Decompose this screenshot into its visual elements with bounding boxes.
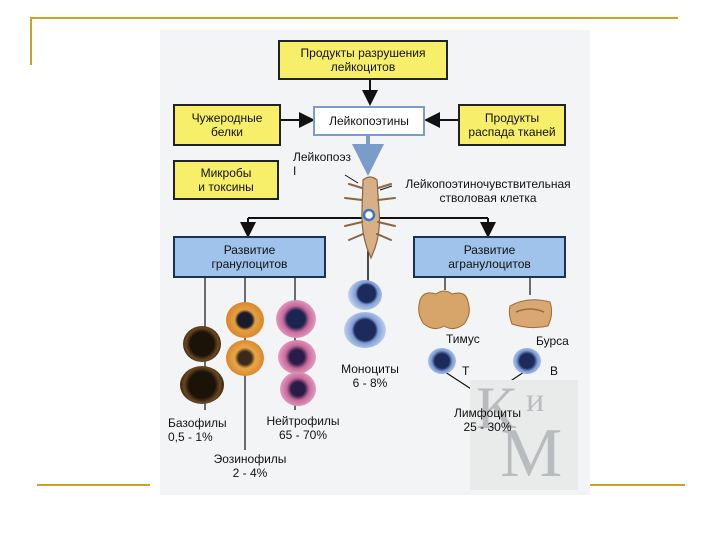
basophil-cell-1 xyxy=(183,326,221,362)
microbes-toxins-box: Микробы и токсины xyxy=(173,160,279,200)
eosinophil-cell-1 xyxy=(226,302,264,338)
monocyte-cell-1 xyxy=(348,280,382,310)
agranulocytes-box: Развитие агранулоцитов xyxy=(413,236,566,278)
frame-bottom-right-line xyxy=(590,484,685,486)
b-lymphocyte-cell xyxy=(513,348,541,374)
b-label: B xyxy=(550,364,559,378)
t-label: T xyxy=(462,364,470,378)
lymphocytes-label: Лимфоциты 25 - 30% xyxy=(453,406,522,434)
stem-cell-illustration xyxy=(344,176,396,260)
thymus-label: Тимус xyxy=(446,332,480,346)
eosinophils-label: Эозинофилы 2 - 4% xyxy=(213,452,287,480)
monocytes-label: Моноциты 6 - 8% xyxy=(341,362,399,390)
neutrophil-cell-1 xyxy=(276,300,316,338)
granulocytes-box: Развитие гранулоцитов xyxy=(173,236,326,278)
foreign-proteins-box: Чужеродные белки xyxy=(173,104,281,146)
basophil-cell-2 xyxy=(180,366,224,404)
neutrophil-cell-2 xyxy=(278,340,316,374)
stem-cell-label: Лейкопоэтиночувствительная стволовая кле… xyxy=(405,177,571,205)
frame-bottom-left-line xyxy=(37,484,150,486)
leukopoiesis-label: Лейкопоэз I xyxy=(293,150,351,178)
eosinophil-cell-2 xyxy=(226,340,264,376)
frame-top-line xyxy=(30,17,678,19)
frame-left-line xyxy=(30,17,32,65)
leukocyte-breakdown-box: Продукты разрушения лейкоцитов xyxy=(278,40,448,80)
thymus-illustration xyxy=(418,290,470,330)
t-lymphocyte-cell xyxy=(428,348,456,374)
basophils-label: Базофилы 0,5 - 1% xyxy=(168,416,227,444)
km-logo-watermark: К и М xyxy=(470,375,578,492)
neutrophils-label: Нейтрофилы 65 - 70% xyxy=(266,414,340,442)
bursa-illustration xyxy=(508,299,553,329)
monocyte-cell-2 xyxy=(344,312,386,348)
tissue-products-box: Продукты распада тканей xyxy=(458,104,566,146)
leukopoietins-box: Лейкопоэтины xyxy=(313,106,425,136)
neutrophil-cell-3 xyxy=(280,372,316,406)
bursa-label: Бурса xyxy=(536,334,569,348)
